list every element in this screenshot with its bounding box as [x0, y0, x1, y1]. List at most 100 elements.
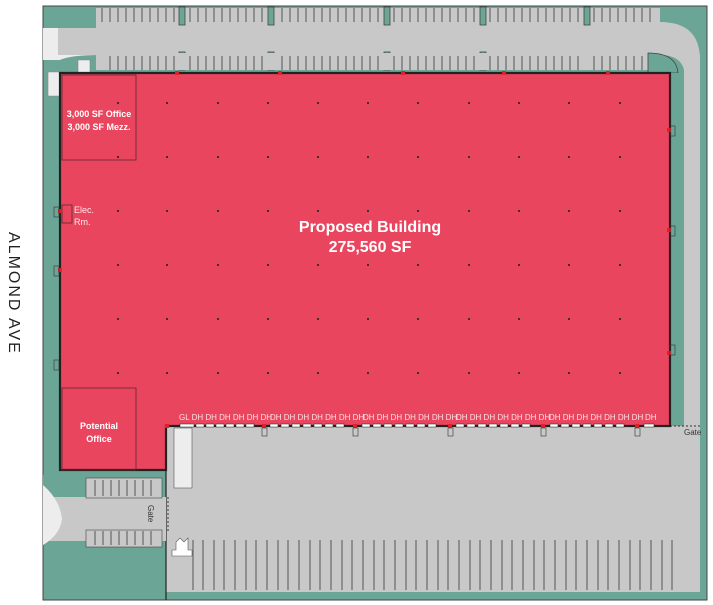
column-dot [117, 102, 119, 104]
column-dot [267, 318, 269, 320]
office-outline [61, 74, 137, 161]
column-dot [518, 102, 520, 104]
column-dot [267, 372, 269, 374]
column-dot [568, 264, 570, 266]
column-dot [518, 264, 520, 266]
column-dot [568, 102, 570, 104]
column-dot [166, 156, 168, 158]
column-dot [117, 372, 119, 374]
column-dot [568, 372, 570, 374]
north-parking-stalls-top [101, 8, 651, 22]
southwest-parking-stalls [94, 480, 152, 545]
truck-court-south-edge [166, 592, 700, 596]
potential-office-outline [61, 387, 137, 471]
column-dot [117, 156, 119, 158]
dock-doors [179, 423, 655, 428]
column-dot [518, 372, 520, 374]
column-dot [367, 156, 369, 158]
building-footprint [58, 71, 672, 472]
column-dot [166, 372, 168, 374]
column-dot [166, 264, 168, 266]
column-dot [317, 372, 319, 374]
elec-room-outline [61, 204, 73, 224]
potential-office-line1: Potential [79, 421, 118, 431]
south-parking-stalls [192, 540, 673, 590]
dock-door-group-2: DH DH DH DH DH DH DH [270, 413, 365, 422]
elec-room-line1: Elec. [74, 205, 95, 215]
column-dot [568, 210, 570, 212]
office-label: 3,000 SF Office 3,000 SF Mezz. [62, 108, 136, 134]
column-dot [117, 264, 119, 266]
column-dot [367, 318, 369, 320]
column-dot [117, 210, 119, 212]
guard-shack [171, 537, 193, 557]
southwest-street-apron [43, 485, 62, 545]
column-dot [267, 210, 269, 212]
east-gate-label: Gate [684, 428, 702, 437]
column-dot [468, 210, 470, 212]
southwest-entry-landscape-top [43, 475, 86, 500]
column-dot [417, 156, 419, 158]
dock-stairs [53, 125, 676, 437]
column-dot [568, 318, 570, 320]
potential-office-line2: Office [86, 434, 112, 444]
dock-door-group-3: DH DH DH DH DH DH DH [363, 413, 458, 422]
column-dot [217, 210, 219, 212]
street-name: ALMOND AVE [5, 232, 22, 355]
dock-door-group-4: DH DH DH DH DH DH DH [456, 413, 551, 422]
column-dot [217, 102, 219, 104]
potential-office-label: Potential Office [62, 420, 136, 446]
column-dot [317, 210, 319, 212]
dock-door-group-5: DH DH DH DH DH DH DH [549, 413, 644, 422]
column-dot [619, 372, 621, 374]
east-drive-aisle [684, 55, 700, 595]
column-dot [468, 156, 470, 158]
column-dot [367, 264, 369, 266]
column-dot [267, 156, 269, 158]
column-dot [619, 210, 621, 212]
truck-court [166, 426, 684, 596]
column-dot [217, 372, 219, 374]
column-dot [468, 102, 470, 104]
column-dot [619, 318, 621, 320]
mezzanine-area: 3,000 SF Mezz. [67, 122, 131, 132]
column-dot [518, 210, 520, 212]
column-dot [367, 210, 369, 212]
column-dot [518, 156, 520, 158]
building-title: Proposed Building [298, 219, 442, 236]
column-dot [166, 318, 168, 320]
column-dot [117, 318, 119, 320]
column-dot [267, 264, 269, 266]
dock-door-group-1: GL DH DH DH DH DH DH [179, 413, 273, 422]
office-area: 3,000 SF Office [66, 109, 132, 119]
north-entry-paving [58, 28, 103, 55]
column-dot [468, 318, 470, 320]
street-label: ALMOND AVE [0, 232, 34, 372]
column-dot [417, 210, 419, 212]
column-dot [417, 102, 419, 104]
column-dot [317, 156, 319, 158]
column-dot [217, 156, 219, 158]
column-dot [267, 102, 269, 104]
column-dot [317, 264, 319, 266]
column-dot [417, 318, 419, 320]
exit-doors [58, 71, 671, 428]
column-dot [417, 372, 419, 374]
south-gate-label: Gate [146, 505, 155, 523]
column-dot [166, 102, 168, 104]
elec-room-line2: Rm. [74, 217, 91, 227]
column-dot [317, 102, 319, 104]
north-parking-stalls-bottom [109, 56, 643, 70]
building-label: Proposed Building 275,560 SF [270, 218, 470, 258]
column-dot [417, 264, 419, 266]
column-dot [317, 318, 319, 320]
column-dot [518, 318, 520, 320]
column-dot [166, 210, 168, 212]
column-dot [619, 156, 621, 158]
column-grid [117, 102, 621, 374]
column-dot [217, 264, 219, 266]
column-dot [568, 156, 570, 158]
elec-room-label: Elec. Rm. [74, 204, 94, 228]
north-drive-aisle [96, 25, 661, 53]
